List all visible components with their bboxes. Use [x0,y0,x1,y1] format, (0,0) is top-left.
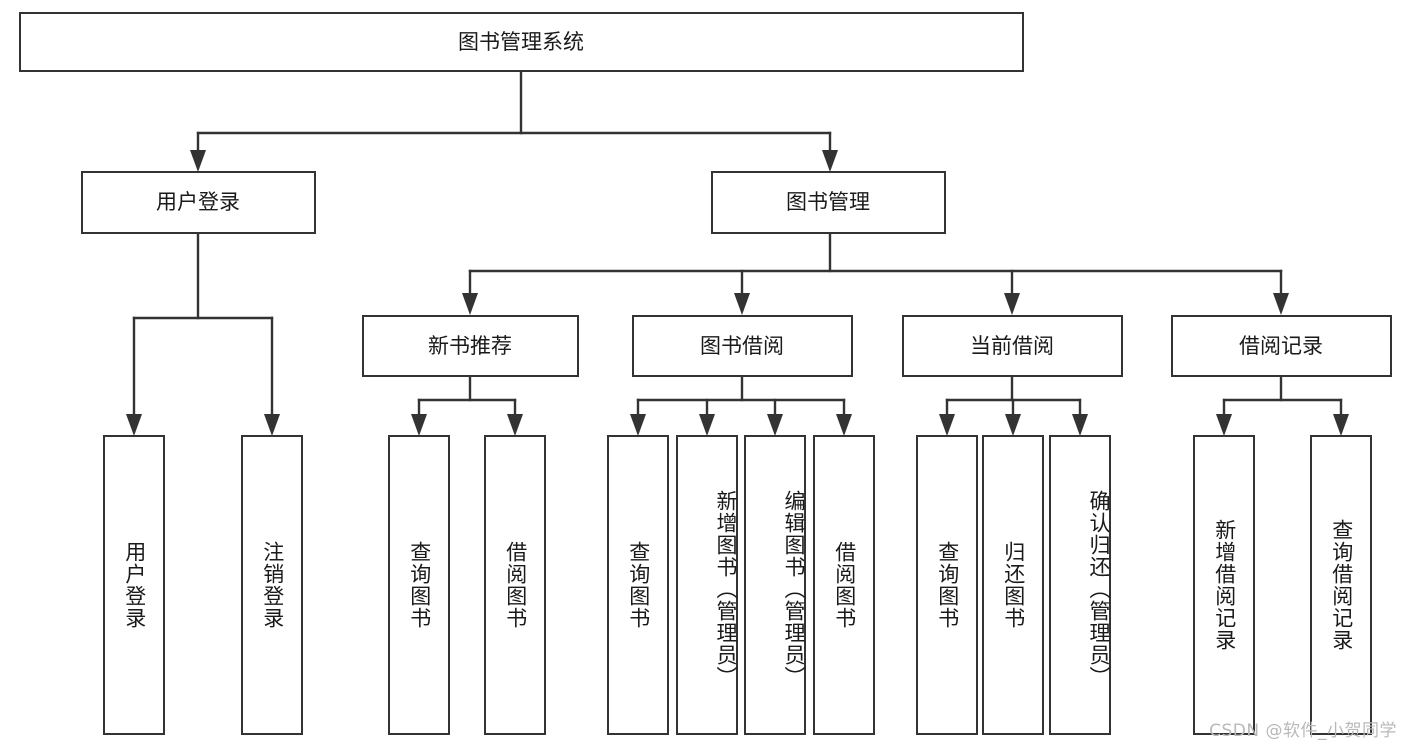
arrowhead-new-book [462,293,478,315]
arrowhead-currentborrow-return [1005,414,1021,436]
label-book-borrow: 图书借阅 [700,334,784,358]
leaf-bookborrow-edit-book[interactable] [744,435,806,735]
leaf-bookborrow-add-book[interactable] [676,435,738,735]
arrowhead-bookborrow-borrow [836,414,852,436]
arrowhead-newbook-borrow [507,414,523,436]
leaf-logout[interactable] [241,435,303,735]
arrowhead-book-mgmt [822,150,838,172]
node-user-login[interactable] [81,171,316,234]
node-book-borrow[interactable] [632,315,853,377]
label-book-management: 图书管理 [786,190,870,214]
arrowhead-book-borrow [734,293,750,315]
arrowhead-borrow-record [1273,293,1289,315]
label-new-book-recommend: 新书推荐 [428,334,512,358]
horizontal-label-layer: 图书管理系统 用户登录 图书管理 新书推荐 图书借阅 当前借阅 借阅记录 [156,30,1323,358]
leaf-currentborrow-query-book[interactable] [916,435,978,735]
node-current-borrow[interactable] [902,315,1123,377]
node-borrow-record[interactable] [1171,315,1392,377]
label-current-borrow: 当前借阅 [970,334,1054,358]
arrowhead-currentborrow-confirm [1072,414,1088,436]
arrowhead-borrowrecord-query [1333,414,1349,436]
connector-layer [126,69,1349,436]
arrowhead-currentborrow-query [939,414,955,436]
label-user-login: 用户登录 [156,190,240,214]
csdn-watermark: CSDN @软件_小贺同学 [1209,721,1397,741]
arrowhead-user-login [190,150,206,172]
leaf-bookborrow-borrow-book[interactable] [813,435,875,735]
arrowhead-leaf-user-login [126,414,142,436]
arrowhead-borrowrecord-add [1216,414,1232,436]
node-new-book-recommend[interactable] [362,315,579,377]
arrowhead-newbook-query [411,414,427,436]
arrowhead-bookborrow-query [630,414,646,436]
leaf-borrowrecord-query-record[interactable] [1310,435,1372,735]
node-book-management[interactable] [711,171,946,234]
arrowhead-bookborrow-add [699,414,715,436]
arrowhead-leaf-logout [264,414,280,436]
label-root-book-management-system: 图书管理系统 [458,30,584,54]
leaf-currentborrow-confirm-return[interactable] [1049,435,1111,735]
node-layer [19,12,1392,735]
leaf-bookborrow-query-book[interactable] [607,435,669,735]
leaf-currentborrow-return-book[interactable] [982,435,1044,735]
leaf-borrowrecord-add-record[interactable] [1193,435,1255,735]
leaf-newbook-query-book[interactable] [388,435,450,735]
leaf-user-login[interactable] [103,435,165,735]
node-root-book-management-system[interactable] [19,12,1024,72]
label-borrow-record: 借阅记录 [1239,334,1323,358]
leaf-newbook-borrow-book[interactable] [484,435,546,735]
arrowhead-current-borrow [1004,293,1020,315]
arrowhead-bookborrow-edit [767,414,783,436]
